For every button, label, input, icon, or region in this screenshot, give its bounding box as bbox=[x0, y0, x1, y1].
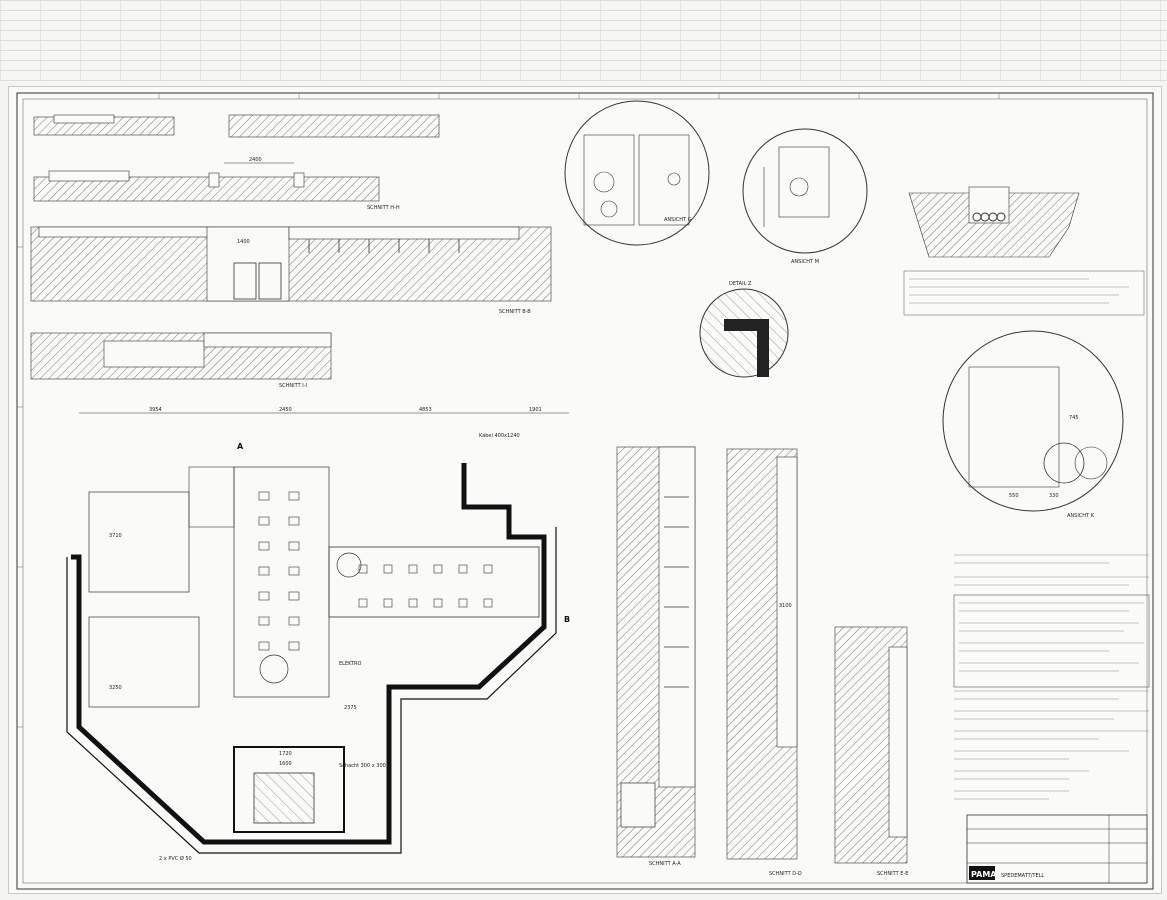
detail-z-view: DETAIL Z bbox=[699, 281, 789, 378]
drawing-sheet: 2400 SCHNITT H-H 1400 SCHNITT B-B SCHNIT… bbox=[8, 86, 1162, 894]
pama-logo bbox=[969, 866, 995, 880]
dim-3250: 3250 bbox=[109, 685, 122, 691]
title-block: PAMA SPEDEMATT/TELL bbox=[966, 814, 1148, 884]
dim-2375: 2375 bbox=[344, 705, 357, 711]
notes-box-1 bbox=[903, 270, 1145, 316]
dim-4853: 4853 bbox=[419, 407, 432, 413]
dim-3710: 3710 bbox=[109, 533, 122, 539]
drawing-title: SPEDEMATT/TELL bbox=[1001, 873, 1044, 879]
section-aa: SCHNITT A-A bbox=[616, 446, 696, 867]
dim-1600: 1600 bbox=[279, 761, 292, 767]
dim-3100: 3100 bbox=[779, 603, 792, 609]
label-schnitt-aa: SCHNITT A-A bbox=[649, 861, 681, 867]
dim-2450: 2450 bbox=[279, 407, 292, 413]
notes-block bbox=[953, 554, 1150, 800]
section-top-strip-1 bbox=[33, 114, 440, 138]
background-grid-paper bbox=[0, 0, 1167, 82]
dim-550: 550 bbox=[1009, 493, 1019, 499]
dim-3954: 3954 bbox=[149, 407, 162, 413]
dim-1400: 1400 bbox=[237, 239, 250, 245]
dim-745: 745 bbox=[1069, 415, 1079, 421]
ansicht-m-view: ANSICHT M bbox=[742, 128, 868, 265]
cable-slots bbox=[258, 491, 493, 651]
sheet-frame bbox=[16, 92, 1154, 890]
label-pipe-pvc: 2 x PVC Ø 50 bbox=[159, 855, 192, 862]
label-schnitt-hh: SCHNITT H-H bbox=[367, 205, 400, 211]
inner-frame bbox=[22, 98, 1148, 884]
section-dd: 3100 SCHNITT D-D bbox=[726, 448, 802, 877]
dim-1901: 1901 bbox=[529, 407, 542, 413]
label-schacht: Schacht 300 x 300 bbox=[339, 763, 386, 769]
section-bb: 1400 SCHNITT B-B bbox=[30, 226, 552, 315]
marker-a: A bbox=[237, 442, 244, 451]
label-schnitt-dd: SCHNITT D-D bbox=[769, 871, 802, 877]
label-detail-z: DETAIL Z bbox=[729, 281, 752, 287]
label-schnitt-ii: SCHNITT I-I bbox=[279, 383, 307, 389]
detail-top-right bbox=[908, 186, 1080, 258]
ansicht-g-view: ANSICHT G bbox=[564, 100, 710, 246]
dim-2400: 2400 bbox=[249, 157, 262, 163]
section-hh: 2400 SCHNITT H-H bbox=[33, 157, 400, 211]
label-ansicht-g: ANSICHT G bbox=[664, 217, 692, 223]
section-ii: SCHNITT I-I bbox=[30, 332, 332, 389]
frame-ticks bbox=[17, 93, 1000, 728]
label-cable: Kabel 400x1240 bbox=[479, 433, 520, 439]
section-ee: SCHNITT E-E bbox=[834, 626, 908, 877]
label-elektro: ELEKTRO bbox=[339, 661, 362, 667]
label-ansicht-k: ANSICHT K bbox=[1067, 513, 1095, 519]
label-schnitt-bb: SCHNITT B-B bbox=[499, 309, 531, 315]
dim-1720: 1720 bbox=[279, 751, 292, 757]
logo-text: PAMA bbox=[971, 870, 997, 879]
label-schnitt-ee: SCHNITT E-E bbox=[877, 871, 908, 877]
ansicht-k-view: 745 330 550 ANSICHT K bbox=[942, 330, 1124, 519]
marker-b: B bbox=[564, 615, 570, 624]
label-ansicht-m: ANSICHT M bbox=[791, 259, 819, 265]
technical-drawing: 2400 SCHNITT H-H 1400 SCHNITT B-B SCHNIT… bbox=[16, 92, 1154, 890]
dim-330: 330 bbox=[1049, 493, 1059, 499]
floor-plan: 3954 2450 4853 1901 E bbox=[66, 407, 570, 862]
